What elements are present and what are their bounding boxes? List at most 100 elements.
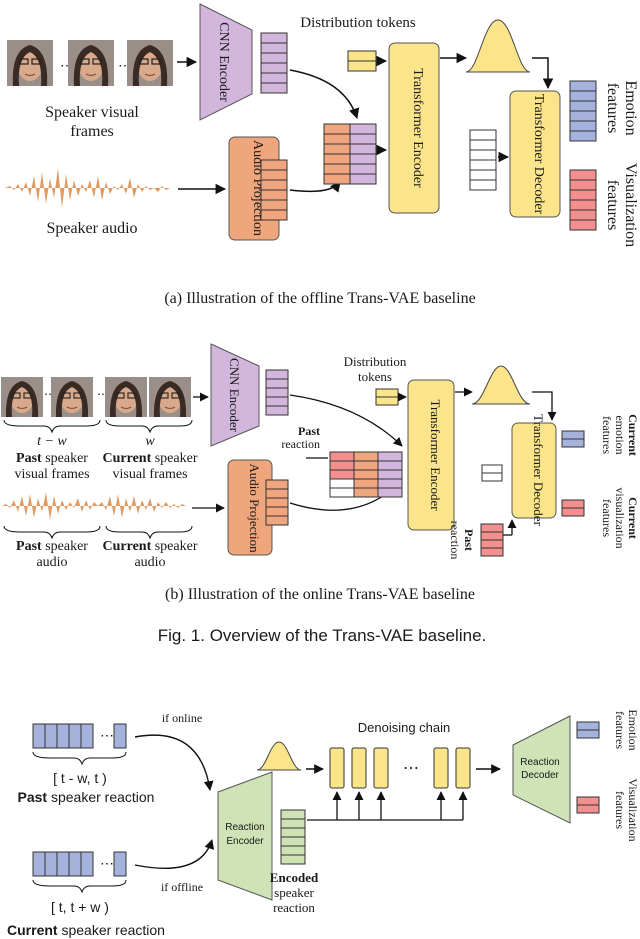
speaker-visual-frames-label-2: frames (70, 123, 114, 140)
emotion-feature-tokens-c (576, 721, 600, 739)
past-audio-label-1: Past speaker (16, 539, 88, 554)
current-window-label: w (145, 434, 155, 449)
past-reaction-tokens-c (32, 723, 127, 749)
past-reaction-label-bottom-1: Past (462, 529, 476, 551)
distribution-tokens-label: Distribution tokens (300, 15, 416, 31)
figure-1-caption: Fig. 1. Overview of the Trans-VAE baseli… (158, 626, 487, 645)
caption-a: (a) Illustration of the offline Trans-VA… (164, 290, 475, 307)
caption-b: (b) Illustration of the online Trans-VAE… (165, 586, 475, 603)
current-reaction-tokens-c (32, 851, 127, 877)
visualization-feature-tokens (569, 169, 597, 231)
current-emotion-label-2: emotion (613, 415, 627, 454)
past-audio-brace (3, 525, 101, 540)
visualization-features-label-2: features (604, 180, 621, 231)
cnn-feature-tokens-b (265, 369, 289, 416)
past-visual-frames-label-2: visual frames (14, 467, 89, 482)
distribution-to-decoder-arrow (532, 57, 554, 90)
audio-feature-tokens-b (265, 479, 289, 526)
audio-feature-tokens (260, 159, 288, 221)
denoising-chain-steps (329, 747, 471, 789)
emotion-feature-tokens (569, 80, 597, 142)
emotion-features-label-c-2: features (613, 711, 627, 749)
denoising-chain-label: Denoising chain (358, 720, 451, 735)
speaker-frame-2 (67, 39, 115, 87)
past-speaker-reaction-label: Past speaker reaction (18, 789, 155, 805)
reaction-encoder-block (217, 771, 273, 901)
online-audio-waveform (2, 492, 186, 520)
distribution-tokens-b (375, 388, 399, 406)
current-emotion-label-1: Current (626, 414, 640, 456)
past-reaction-label-top-1: Past (298, 424, 320, 438)
cnn-encoder-block (199, 3, 253, 121)
cnn-to-encoder-arrow-b (289, 394, 403, 447)
current-frames-brace (105, 419, 193, 434)
reaction-decoder-label-1: Reaction (520, 757, 559, 768)
current-frame-2 (148, 376, 192, 418)
emotion-features-label-c-1: Emotion (626, 709, 640, 750)
concat-tokens-b (329, 451, 403, 498)
current-reaction-brace (32, 879, 127, 894)
encoded-reaction-tokens (280, 809, 306, 865)
current-reaction-range: [ t, t + w ) (51, 899, 109, 915)
distribution-tokens (347, 50, 377, 72)
reaction-encoder-label-2: Encoder (226, 836, 264, 847)
visualization-features-label-1: Visualization (622, 163, 639, 247)
past-reaction-tokens-b (480, 523, 504, 557)
current-visualization-tokens-b (561, 499, 585, 517)
past-frame-1 (0, 376, 44, 418)
current-speaker-reaction-label: Current speaker reaction (7, 922, 165, 938)
past-visual-frames-label-1: Past speaker (16, 451, 88, 466)
encoded-label-1: Encoded (270, 870, 319, 885)
transformer-decoder-label: Transformer Decoder (531, 94, 546, 215)
current-audio-label-2: audio (134, 555, 165, 570)
current-visual-frames-label-2: visual frames (112, 467, 187, 482)
reaction-encoder-label-1: Reaction (225, 822, 264, 833)
past-reaction-ellipsis: ⋯ (100, 729, 114, 744)
cnn-encoder-label-b: CNN Encoder (227, 358, 242, 433)
offline-arrow (134, 839, 215, 869)
visualization-feature-tokens-c (576, 796, 600, 814)
query-tokens-b (481, 464, 503, 482)
concatenated-tokens (323, 123, 377, 185)
transformer-decoder-block-b (511, 422, 557, 519)
panel-c: ⋯ [ t - w, t ) Past speaker reaction if … (7, 709, 640, 938)
transformer-encoder-block-b (407, 379, 455, 531)
current-audio-brace (105, 525, 193, 540)
transformer-decoder-block (509, 90, 561, 218)
transformer-encoder-label: Transformer Encoder (410, 68, 425, 188)
transformer-encoder-label-b: Transformer Encoder (428, 399, 443, 511)
current-frame-1 (104, 376, 148, 418)
past-reaction-label-top-2: reaction (281, 437, 320, 451)
past-window-label: t − w (37, 434, 67, 449)
reaction-decoder-label-2: Decoder (521, 770, 559, 781)
panel-a: ⋯ ⋯ Speaker visual frames CNN Encoder Sp… (5, 3, 639, 307)
cnn-encoder-block-b (210, 343, 260, 447)
past-reaction-label-bottom-2: reaction (448, 521, 462, 560)
audio-projection-label-b: Audio Projection (247, 463, 262, 553)
speaker-frame-1 (6, 39, 54, 87)
past-frame-2 (50, 376, 94, 418)
current-emotion-label-3: features (600, 416, 614, 454)
current-reaction-ellipsis: ⋯ (100, 857, 114, 872)
visualization-features-label-c-1: Visualization (626, 778, 640, 841)
gaussian-distribution-icon-c (256, 741, 302, 771)
panel-b: ⋯ ⋯ t − w w Past speaker visual frames C… (0, 343, 640, 603)
distribution-to-decoder-arrow-b (532, 391, 557, 421)
encoded-label-2: speaker (274, 885, 314, 900)
past-frames-brace (3, 419, 101, 434)
emotion-features-label-1: Emotion (622, 80, 639, 135)
query-tokens (469, 129, 497, 191)
speaker-visual-frames-label-1: Speaker visual (45, 104, 139, 121)
transformer-encoder-block (388, 42, 440, 214)
past-audio-label-2: audio (36, 555, 67, 570)
emotion-features-label-2: features (604, 83, 621, 134)
speaker-audio-waveform (5, 168, 170, 208)
conditioning-lines (307, 791, 468, 821)
denoising-chain-ellipsis: ⋯ (403, 760, 419, 777)
if-online-label: if online (162, 711, 202, 725)
cnn-to-concat-arrow (289, 69, 360, 120)
current-visualization-label-2: visualization (613, 487, 627, 548)
transformer-decoder-label-b: Transformer Decoder (531, 414, 546, 526)
current-emotion-tokens-b (561, 430, 585, 448)
current-visual-frames-label-1: Current speaker (103, 451, 198, 466)
